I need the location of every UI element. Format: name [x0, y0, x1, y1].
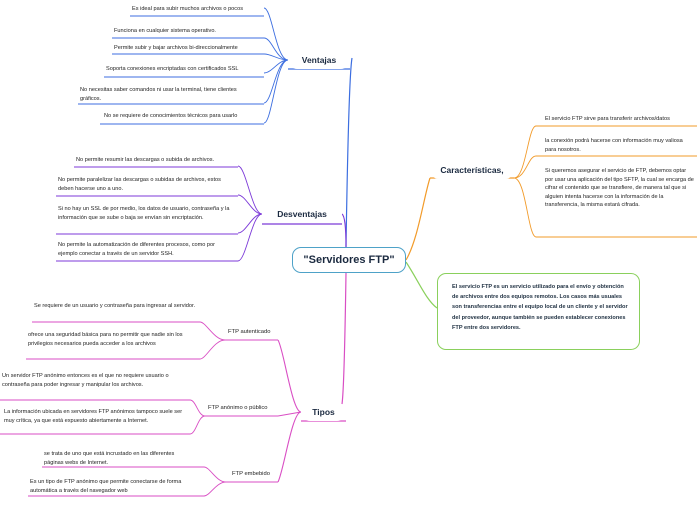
branch-caracteristicas[interactable]: Características, — [430, 161, 514, 179]
desventajas-item[interactable]: No permite la automatización de diferent… — [58, 242, 216, 257]
branch-ventajas[interactable]: Ventajas — [288, 51, 350, 69]
ventajas-item[interactable]: Es ideal para subir muchos archivos o po… — [132, 6, 243, 12]
ventajas-item[interactable]: Permite subir y bajar archivos bi-direcc… — [114, 45, 238, 51]
central-topic-label: "Servidores FTP" — [303, 254, 395, 266]
caracteristicas-item[interactable]: Si queremos asegurar el servicio de FTP,… — [545, 168, 694, 209]
central-topic[interactable]: "Servidores FTP" — [292, 247, 406, 273]
ventajas-item[interactable]: Soporta conexiones encriptadas con certi… — [106, 66, 239, 72]
tipo-ftp-autenticado[interactable]: FTP autenticado — [228, 329, 271, 335]
desventajas-item[interactable]: No permite resumir las descargas o subid… — [76, 157, 215, 163]
tipo-ftp-embebido[interactable]: FTP embebido — [232, 471, 270, 477]
tipo-item[interactable]: Es un tipo de FTP anónimo que permite co… — [30, 479, 182, 494]
desventajas-item[interactable]: Si no hay un SSL de por medio, los datos… — [58, 206, 230, 221]
tipo-item[interactable]: Se requiere de un usuario y contraseña p… — [34, 303, 196, 309]
caracteristicas-item[interactable]: la conexión podrá hacerse con informació… — [545, 138, 683, 153]
branch-tipos[interactable]: Tipos — [301, 403, 346, 421]
branch-tipos-label: Tipos — [312, 407, 335, 417]
tipo-item[interactable]: ofrece una seguridad básica para no perm… — [28, 332, 183, 347]
tipo-item[interactable]: se trata de uno que está incrustado en l… — [44, 451, 175, 466]
tipo-item[interactable]: Un servidor FTP anónimo entonces es el q… — [2, 373, 169, 388]
tipo-ftp-anonimo[interactable]: FTP anónimo o público — [208, 405, 268, 411]
branch-desventajas[interactable]: Desventajas — [262, 205, 342, 223]
branch-caracteristicas-label: Características, — [440, 165, 504, 175]
ventajas-item[interactable]: Funciona en cualquier sistema operativo. — [114, 28, 216, 34]
definicion-note[interactable]: El servicio FTP es un servicio utilizado… — [437, 273, 640, 350]
caracteristicas-item[interactable]: El servicio FTP sirve para transferir ar… — [545, 116, 670, 122]
branch-desventajas-label: Desventajas — [277, 209, 327, 219]
definicion-text: El servicio FTP es un servicio utilizado… — [452, 284, 628, 331]
tipo-item[interactable]: La información ubicada en servidores FTP… — [4, 409, 183, 424]
desventajas-item[interactable]: No permite paralelizar las descargas o s… — [58, 177, 221, 192]
ventajas-item[interactable]: No se requiere de conocimientos técnicos… — [104, 113, 238, 119]
ventajas-item[interactable]: No necesitas saber comandos ni usar la t… — [80, 87, 237, 102]
branch-ventajas-label: Ventajas — [301, 55, 337, 65]
